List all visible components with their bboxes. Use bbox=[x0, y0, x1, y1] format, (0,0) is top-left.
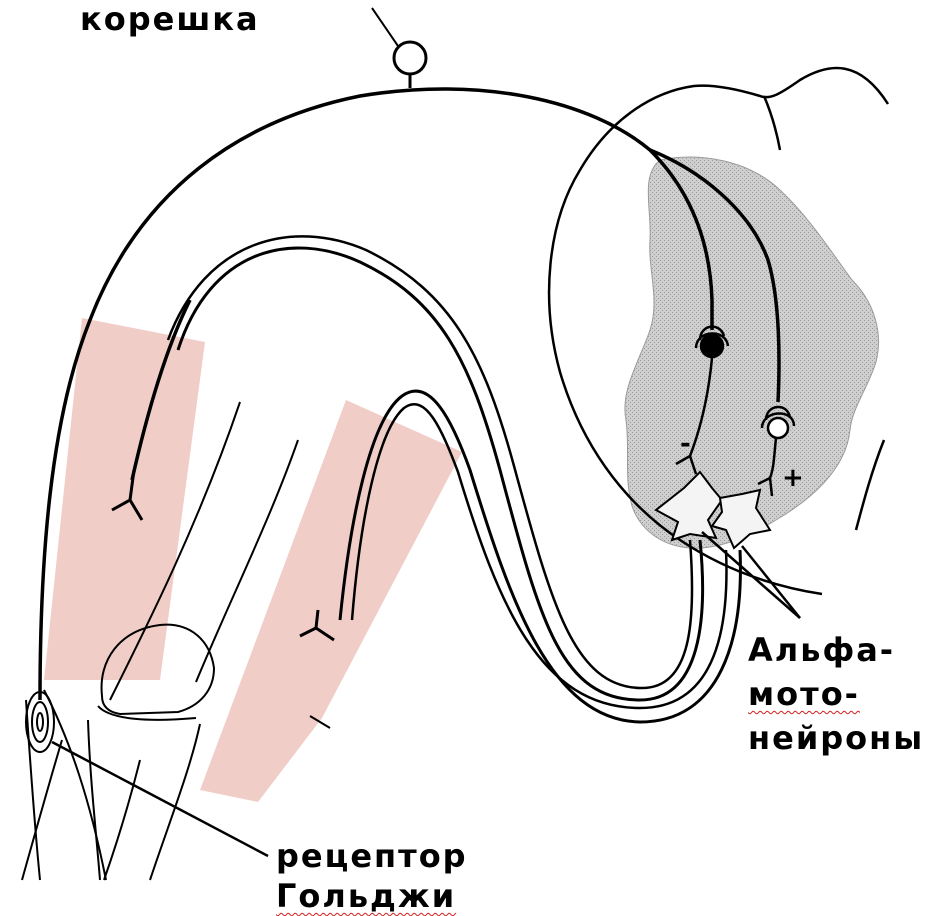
golgi-receptor bbox=[26, 692, 54, 752]
alpha-label-line2: мото- bbox=[748, 675, 860, 713]
gray-matter bbox=[625, 157, 879, 548]
inhibitory-sign: - bbox=[680, 429, 691, 459]
extensor-muscle bbox=[200, 400, 462, 802]
alpha-label-line1: Альфа- bbox=[748, 628, 924, 672]
motoneuron-pointer-lines bbox=[702, 532, 800, 618]
ganglion-pointer-line bbox=[372, 8, 398, 46]
golgi-label-line2: Гольджи bbox=[276, 877, 456, 915]
dorsal-root-label-text: корешка bbox=[80, 0, 260, 38]
alpha-motoneurons-label: Альфа- мото- нейроны bbox=[748, 628, 924, 760]
golgi-receptor-label: рецептор Гольджи bbox=[276, 836, 468, 916]
dorsal-root-ganglion bbox=[394, 42, 426, 74]
dorsal-root-label: корешка bbox=[80, 0, 260, 38]
golgi-label-line1: рецептор bbox=[276, 836, 468, 876]
excitatory-sign: + bbox=[782, 463, 804, 493]
alpha-label-line3: нейроны bbox=[748, 716, 924, 760]
